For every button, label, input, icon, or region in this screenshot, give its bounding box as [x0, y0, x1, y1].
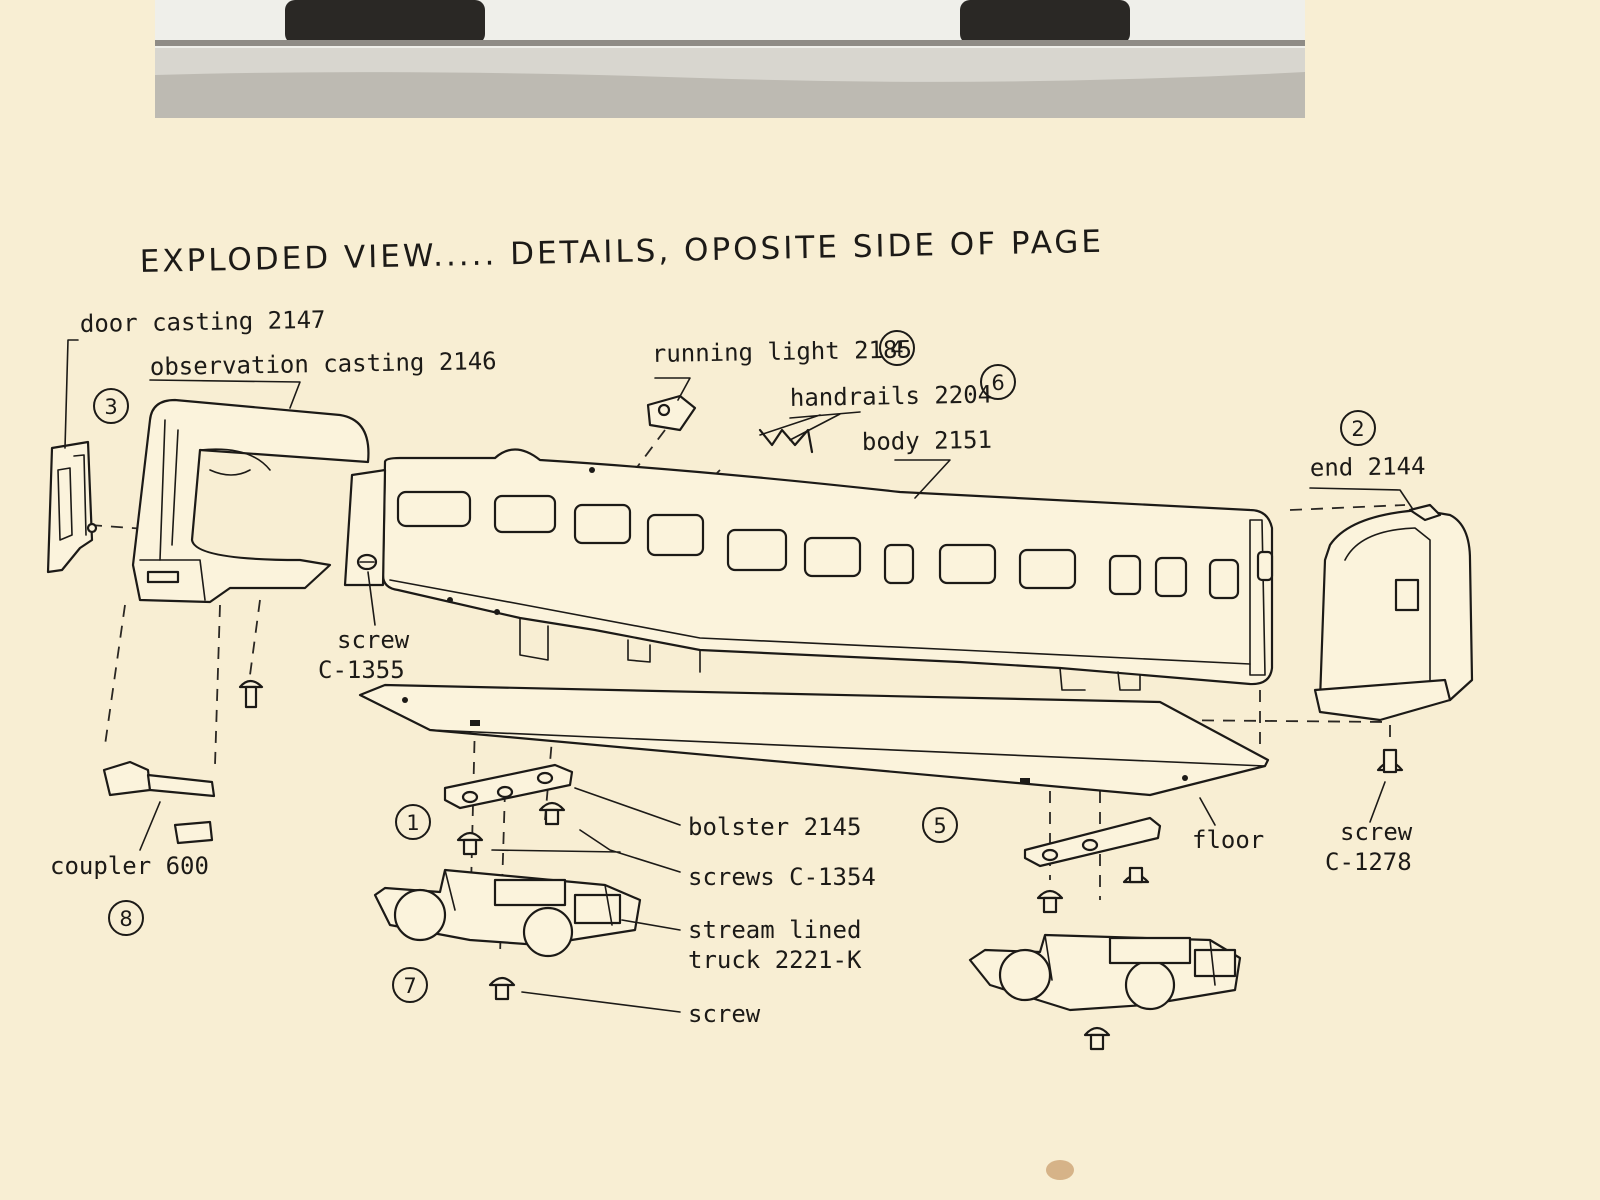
- floor-part: [358, 683, 1270, 797]
- truck-left-part: [373, 868, 642, 1001]
- label-body: body 2151: [862, 426, 993, 456]
- callout-circle-4: [879, 330, 915, 366]
- callout-3: 3: [104, 395, 117, 419]
- callout-circles: 3 4 6 2 1 5 7 8: [93, 330, 1376, 1003]
- top-photo-strip: [155, 0, 1305, 118]
- paper-stain: [1046, 1160, 1074, 1180]
- callout-2: 2: [1351, 417, 1364, 441]
- label-end: end 2144: [1310, 452, 1426, 482]
- label-screw-c1278-a: screw: [1340, 818, 1413, 846]
- callout-circle-2: [1340, 410, 1376, 446]
- callout-6: 6: [991, 371, 1004, 395]
- label-door-casting: door casting 2147: [80, 306, 326, 338]
- callout-4: 4: [890, 337, 903, 361]
- screw-c1278-part: [1376, 748, 1404, 774]
- label-observation-casting: observation casting 2146: [150, 347, 497, 381]
- screw-obs-part: [238, 679, 264, 709]
- callout-circle-6: [980, 364, 1016, 400]
- label-truck-a: stream lined: [688, 916, 861, 944]
- callout-5: 5: [933, 814, 946, 838]
- label-screws-c1354: screws C-1354: [688, 863, 876, 891]
- door-casting-part: [46, 440, 98, 574]
- leader-lines: [64, 339, 1413, 1013]
- label-screw-c1355-a: screw: [337, 626, 410, 654]
- end-part: [1313, 503, 1474, 722]
- callout-circle-8: [108, 900, 144, 936]
- callout-8: 8: [119, 907, 132, 931]
- callout-7: 7: [403, 974, 416, 998]
- callout-circle-3: [93, 388, 129, 424]
- label-screw-c1355-b: C-1355: [318, 656, 405, 684]
- label-handrails: handrails 2204: [790, 380, 993, 412]
- screw-c1355-part: [356, 553, 378, 571]
- truck-right-part: [968, 933, 1242, 1051]
- callout-circle-7: [392, 967, 428, 1003]
- running-light-part: [646, 394, 697, 432]
- label-coupler: coupler 600: [50, 852, 209, 880]
- handrails-part: [758, 428, 814, 454]
- coupler-part: [102, 760, 216, 845]
- label-screw-c1278-b: C-1278: [1325, 848, 1412, 876]
- label-floor: floor: [1192, 826, 1264, 854]
- screws-c1354-parts: [456, 801, 1150, 914]
- callout-circle-5: [922, 807, 958, 843]
- bolster-left-part: [443, 763, 574, 810]
- part-labels: door casting 2147 observation casting 21…: [50, 306, 1426, 1028]
- observation-casting-part: [131, 398, 370, 604]
- label-truck-b: truck 2221-K: [688, 946, 862, 974]
- callout-circle-1: [395, 804, 431, 840]
- bolster-right-part: [1023, 816, 1162, 868]
- body-part: [343, 448, 1274, 691]
- label-bolster: bolster 2145: [688, 813, 861, 841]
- callout-1: 1: [406, 811, 419, 835]
- label-screw-bottom: screw: [688, 1000, 761, 1028]
- label-running-light: running light 2185: [652, 335, 913, 368]
